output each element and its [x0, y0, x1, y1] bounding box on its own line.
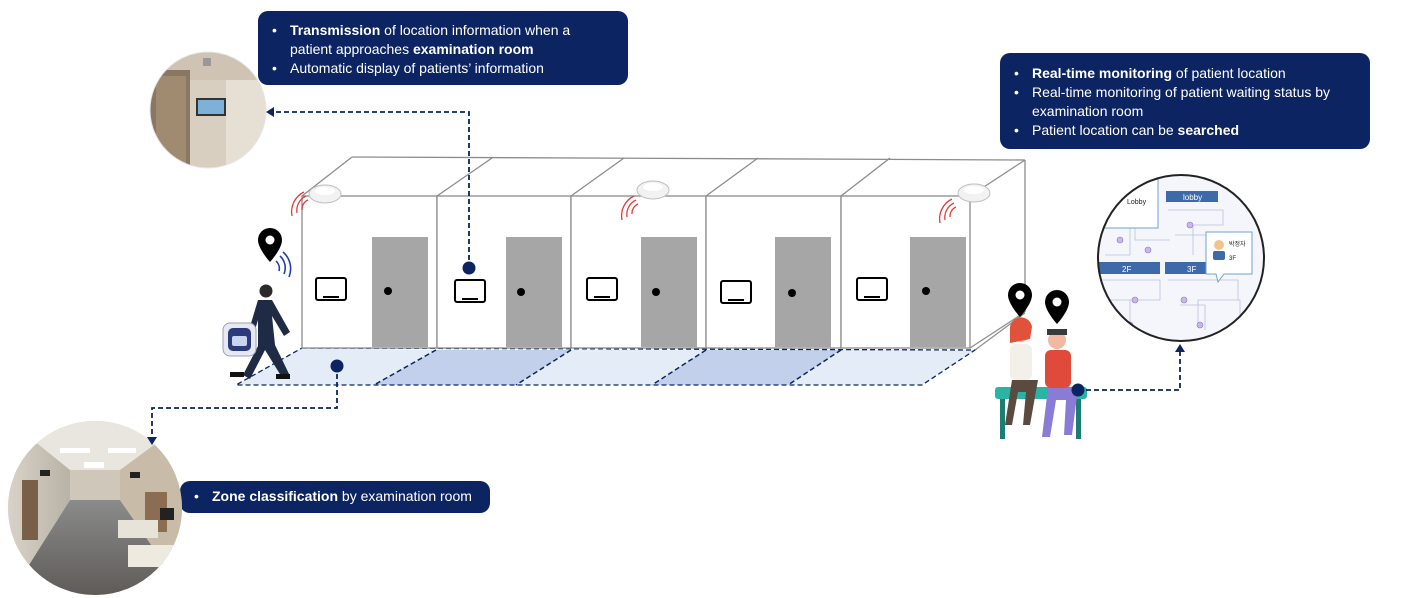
screen-patient-name: 박정자 [1229, 240, 1246, 248]
exam-rooms [301, 195, 971, 349]
walking-patient [222, 228, 292, 379]
monitor-icon [586, 277, 618, 301]
sensor-icon [938, 183, 991, 224]
callout-monitoring-item-2: Real-time monitoring of patient waiting … [1012, 83, 1358, 121]
connector-bottom [151, 366, 338, 438]
photo-hallway [8, 421, 182, 595]
monitor-icon [315, 277, 347, 301]
callout-monitoring-item-1: Real-time monitoring of patient location [1012, 64, 1358, 83]
callout-transmission: Transmission of location information whe… [258, 11, 628, 85]
exam-room-3 [570, 195, 707, 349]
location-pin-icon [1045, 290, 1069, 324]
screen-label-3f: 3F [1187, 265, 1196, 274]
zone-3 [516, 350, 706, 385]
callout-zone-item-1: Zone classification by examination room [192, 487, 478, 506]
exam-room-4 [705, 195, 842, 349]
zone-4 [652, 350, 841, 385]
connector-endpoints [147, 107, 1185, 445]
connector-right [1078, 350, 1181, 391]
badge-device-icon [222, 322, 257, 357]
monitoring-screen: Lobby lobby 2F 3F 박정자 3F [1097, 174, 1265, 342]
monitor-icon [856, 277, 888, 301]
connector-top [272, 111, 470, 268]
door [372, 237, 428, 347]
connectors [151, 111, 1181, 438]
door [641, 237, 697, 347]
monitor-icon [454, 279, 486, 303]
sensors [290, 180, 991, 224]
callout-monitoring: Real-time monitoring of patient location… [1000, 53, 1370, 149]
callout-transmission-item-2: Automatic display of patients’ informati… [270, 59, 616, 78]
exam-room-2 [436, 195, 572, 349]
zone-2 [374, 350, 571, 385]
callout-transmission-item-1: Transmission of location information whe… [270, 21, 616, 59]
wifi-signal-icon [275, 251, 292, 278]
door [506, 237, 562, 347]
callout-monitoring-item-3: Patient location can be searched [1012, 121, 1358, 140]
monitor-icon [720, 280, 752, 304]
sensor-icon [620, 180, 670, 221]
screen-patient-floor: 3F [1229, 256, 1236, 262]
exam-room-5 [840, 195, 971, 349]
exam-room-1 [301, 195, 438, 349]
photo-exam-room-display [150, 52, 266, 168]
sensor-icon [290, 184, 342, 217]
location-pin-icon [1008, 283, 1032, 317]
door [775, 237, 831, 347]
zone-5 [788, 350, 975, 385]
waiting-patients [995, 283, 1087, 439]
photo-border [149, 51, 267, 169]
screen-label-2f: 2F [1122, 265, 1131, 274]
location-pin-icon [258, 228, 282, 262]
door [910, 237, 966, 347]
screen-label-lobby: lobby [1183, 193, 1202, 202]
screen-label-lobby-left: Lobby [1127, 199, 1147, 206]
callout-zone: Zone classification by examination room [180, 481, 490, 513]
